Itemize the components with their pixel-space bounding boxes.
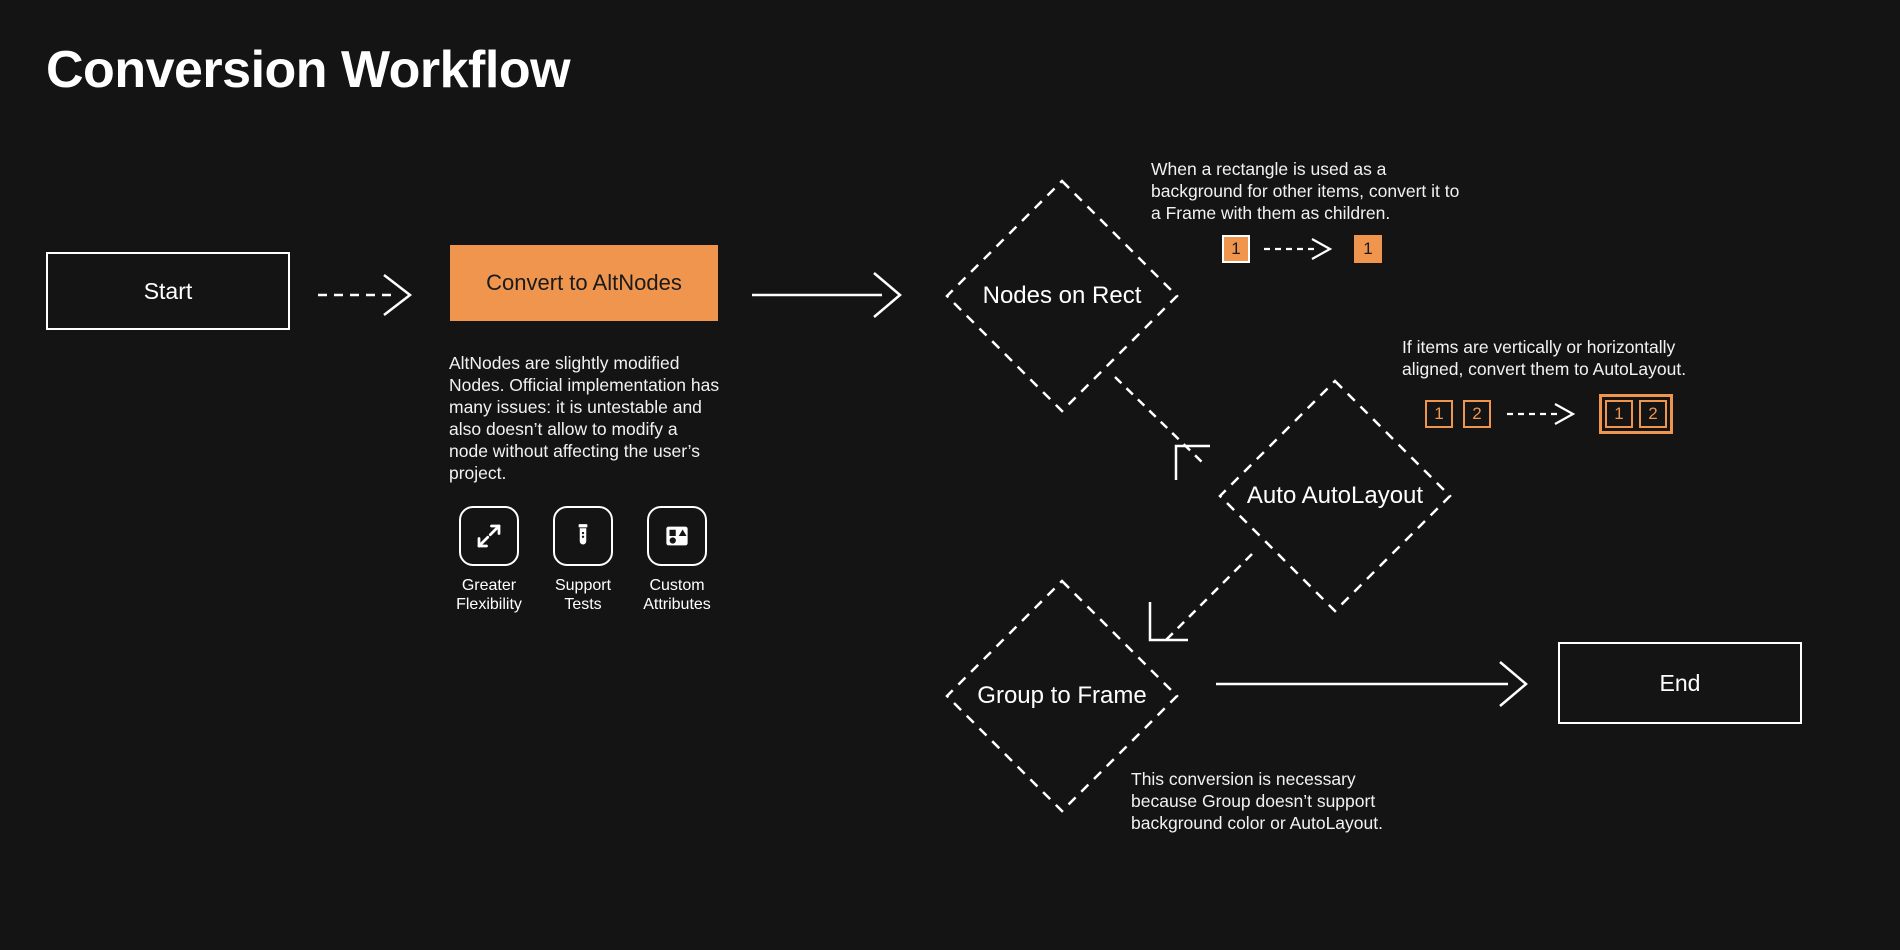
feature-custom-attributes[interactable]: Custom Attributes xyxy=(640,506,714,614)
node-start-label: Start xyxy=(143,277,193,304)
node-nodes-on-rect[interactable]: Nodes on Rect xyxy=(944,178,1180,414)
badge-group-after-frame: 1 2 xyxy=(1599,394,1673,434)
node-end[interactable]: End xyxy=(1558,642,1802,724)
badge-row-rect-conversion: 1 1 xyxy=(1222,235,1382,263)
note-aligned-items: If items are vertically or horizontally … xyxy=(1402,337,1687,379)
badge-arrow-icon xyxy=(1507,403,1576,425)
connector-auto-autolayout-to-group-to-frame xyxy=(1148,553,1253,643)
node-convert-to-altnodes[interactable]: Convert to AltNodes xyxy=(450,245,718,321)
connector-nodes-on-rect-to-auto-autolayout xyxy=(1114,376,1210,480)
badge-pair-before: 1 2 xyxy=(1425,400,1491,428)
badge-before-2: 2 xyxy=(1463,400,1491,428)
badge-row-align-conversion: 1 2 1 2 xyxy=(1425,394,1673,434)
node-nodes-on-rect-label: Nodes on Rect xyxy=(982,282,1142,309)
badge-after-1: 1 xyxy=(1605,400,1633,428)
node-start[interactable]: Start xyxy=(46,252,290,330)
feature-greater-flexibility[interactable]: Greater Flexibility xyxy=(452,506,526,614)
diamond-outline xyxy=(1218,379,1452,613)
connector-convert-to-nodes-on-rect xyxy=(752,272,902,318)
page-title: Conversion Workflow xyxy=(46,41,571,99)
feature-label: Custom Attributes xyxy=(643,577,711,613)
node-group-to-frame[interactable]: Group to Frame xyxy=(944,578,1180,814)
node-group-to-frame-label: Group to Frame xyxy=(977,682,1147,709)
note-altnodes-description: AltNodes are slightly modified Nodes. Of… xyxy=(449,353,720,483)
diamond-outline xyxy=(945,179,1179,413)
test-tube-icon xyxy=(553,506,613,566)
shapes-icon xyxy=(647,506,707,566)
badge-before-1: 1 xyxy=(1222,235,1250,263)
expand-arrows-icon xyxy=(459,506,519,566)
node-auto-autolayout-label: Auto AutoLayout xyxy=(1246,482,1424,509)
badge-arrow-icon xyxy=(1264,238,1333,260)
feature-support-tests[interactable]: Support Tests xyxy=(546,506,620,614)
diamond-outline xyxy=(945,579,1179,813)
note-rect-background: When a rectangle is used as a background… xyxy=(1151,159,1460,223)
connector-group-to-frame-to-end xyxy=(1216,661,1528,707)
node-auto-autolayout[interactable]: Auto AutoLayout xyxy=(1217,378,1453,614)
feature-list: Greater Flexibility Support Tests xyxy=(452,506,714,614)
badge-after-1: 1 xyxy=(1354,235,1382,263)
connector-start-to-convert xyxy=(318,274,413,316)
badge-after-2: 2 xyxy=(1639,400,1667,428)
badge-before-1: 1 xyxy=(1425,400,1453,428)
node-end-label: End xyxy=(1659,669,1701,696)
feature-label: Support Tests xyxy=(554,577,612,613)
note-group-conversion: This conversion is necessary because Gro… xyxy=(1131,769,1383,833)
feature-label: Greater Flexibility xyxy=(456,577,522,613)
node-convert-label: Convert to AltNodes xyxy=(486,270,682,295)
